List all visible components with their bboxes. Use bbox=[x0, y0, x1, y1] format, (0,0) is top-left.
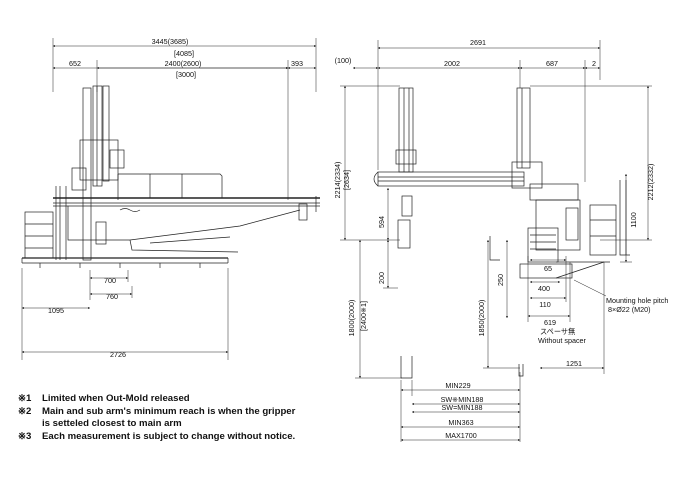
dim-total: 3445(3685) bbox=[152, 37, 189, 46]
dim-1100: 1100 bbox=[629, 212, 638, 227]
spacer-label-en: Without spacer bbox=[538, 336, 587, 345]
dim-700: 700 bbox=[104, 276, 116, 285]
dim-height-left: 2214(2334) bbox=[333, 162, 342, 199]
dim-2691: 2691 bbox=[470, 38, 486, 47]
dim-sw2: SW=MIN188 bbox=[442, 403, 483, 412]
dim-total-alt: [4085] bbox=[174, 49, 194, 58]
footnote-3: ※3 Each measurement is subject to change… bbox=[18, 431, 348, 444]
dim-65: 65 bbox=[544, 264, 552, 273]
footnote-text: Main and sub arm's minimum reach is when… bbox=[42, 405, 296, 417]
footnote-mark: ※3 bbox=[18, 430, 32, 442]
dim-250: 250 bbox=[496, 274, 505, 286]
dim-760: 760 bbox=[106, 292, 118, 301]
footnote-mark bbox=[18, 418, 42, 431]
dim-100: (100) bbox=[335, 56, 352, 65]
dim-200: 200 bbox=[377, 272, 386, 284]
footnote-2: ※2 Main and sub arm's minimum reach is w… bbox=[18, 406, 348, 419]
dim-max1700: MAX1700 bbox=[445, 431, 477, 440]
right-dimension-labels: (100) 2691 2002 687 2 2214(2334) [2634] … bbox=[333, 38, 655, 440]
dim-2726: 2726 bbox=[110, 350, 126, 359]
dim-1095: 1095 bbox=[48, 306, 64, 315]
dim-400: 400 bbox=[538, 284, 550, 293]
mounting-hole-title: Mounting hole pitch bbox=[606, 296, 668, 305]
dim-span: 2400(2600) bbox=[165, 59, 202, 68]
dim-right-offset: 393 bbox=[291, 59, 303, 68]
left-dimension-lines bbox=[21, 38, 317, 360]
footnote-text: Each measurement is subject to change wi… bbox=[42, 430, 296, 442]
footnote-1: ※1 Limited when Out-Mold released bbox=[18, 393, 348, 406]
dim-594: 594 bbox=[377, 216, 386, 228]
footnote-mark: ※1 bbox=[18, 393, 32, 404]
dim-min229: MIN229 bbox=[445, 381, 470, 390]
spacer-label-jp: スペーサ無 bbox=[540, 327, 575, 336]
dim-619: 619 bbox=[544, 318, 556, 327]
dim-110: 110 bbox=[539, 300, 550, 309]
footnotes: ※1 Limited when Out-Mold released ※2 Mai… bbox=[18, 393, 348, 443]
mounting-hole-value: 8×Ø22 (M20) bbox=[608, 305, 651, 314]
dim-2: 2 bbox=[592, 59, 596, 68]
dim-sw1: SW※MIN188 bbox=[441, 395, 484, 404]
dim-span-alt: [3000] bbox=[176, 70, 196, 79]
dim-left-offset: 652 bbox=[69, 59, 81, 68]
footnote-mark: ※2 bbox=[18, 405, 32, 417]
right-machine bbox=[373, 87, 630, 379]
footnote-text: is setteled closest to main arm bbox=[42, 418, 182, 430]
dim-stroke-alt: [2400※1] bbox=[359, 301, 368, 331]
dim-height-left-alt: [2634] bbox=[342, 170, 351, 190]
right-callouts: Mounting hole pitch 8×Ø22 (M20) スペーサ無 Wi… bbox=[538, 296, 668, 345]
footnote-2-cont: is setteled closest to main arm bbox=[18, 418, 348, 431]
right-dimension-lines bbox=[340, 40, 652, 442]
left-dimension-labels: 3445(3685) [4085] 652 2400(2600) [3000] … bbox=[48, 37, 303, 359]
dim-1251: 1251 bbox=[566, 359, 582, 368]
dim-687: 687 bbox=[546, 59, 558, 68]
dim-1850: 1850(2000) bbox=[477, 300, 486, 337]
dim-stroke: 1800(2000) bbox=[347, 300, 356, 337]
dim-min363: MIN363 bbox=[448, 418, 473, 427]
left-machine bbox=[21, 85, 320, 268]
dim-2212: 2212(2332) bbox=[646, 164, 655, 201]
footnote-text: Limited when Out-Mold released bbox=[42, 393, 190, 404]
dim-2002: 2002 bbox=[444, 59, 460, 68]
